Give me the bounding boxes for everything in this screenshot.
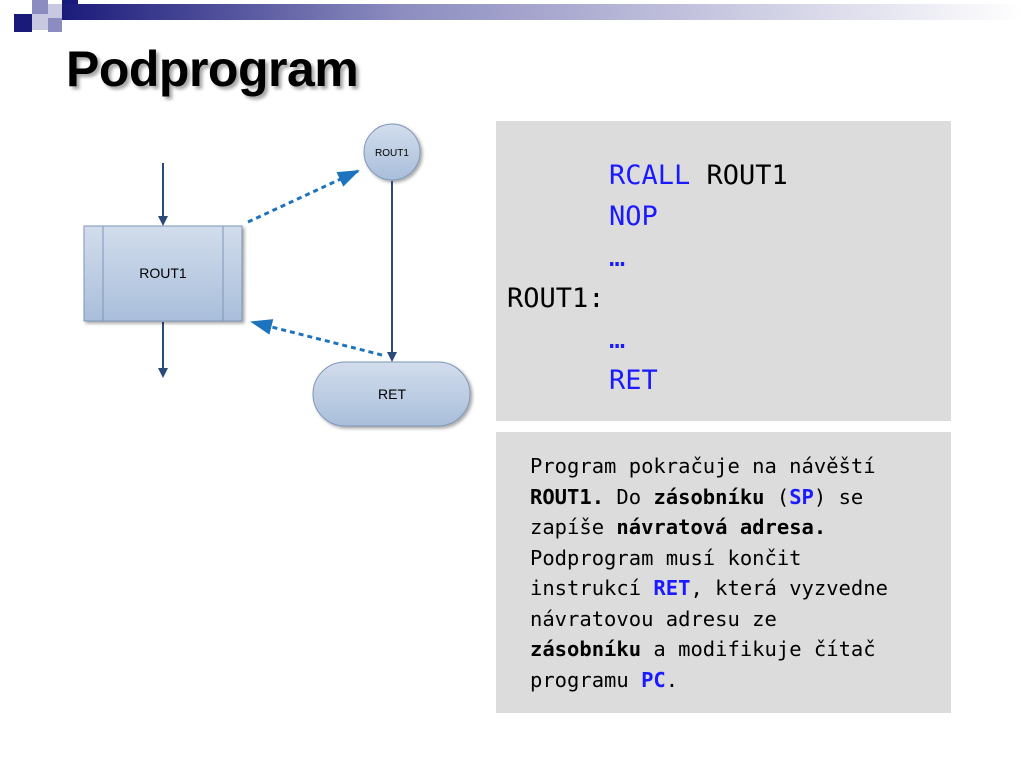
code-keyword: RCALL [609,160,691,191]
text-run: . [813,515,827,539]
text-run: zapíše [530,515,617,539]
text-run: PC [641,667,666,692]
text-run: návratová adresa [616,515,814,539]
text-run: Do [604,484,654,509]
description-line: zapíše návratová adresa. [530,512,950,543]
text-run: zásobníku [530,637,642,661]
text-run: zásobníku [653,484,765,509]
description-line: Podprogram musí končit [530,543,950,574]
code-argument: ROUT1 [690,160,788,191]
subroutine-call-label: ROUT1 [139,265,187,281]
text-run: , která vyzvedne [690,576,888,600]
code-keyword: … [609,324,626,355]
description-line: návratovou adresu ze [530,604,950,635]
return-jump-arrow [250,319,383,357]
description-text: Program pokračuje na návěští ROUT1. Do z… [530,451,950,695]
text-run: . [665,667,679,692]
text-run: a modifikuje čítač [641,637,876,661]
text-run: SP [789,484,814,509]
code-line-ret: RET [609,360,658,401]
code-line-ellipsis: … [609,319,625,360]
text-run: návratovou adresu ze [530,606,777,631]
text-run: Program pokračuje na návěští [530,454,876,478]
flowchart: ROUT1 ROUT1 RET [83,123,471,427]
description-line: zásobníku a modifikuje čítač [530,634,950,665]
code-line-label: ROUT1: [507,278,605,319]
description-line: ROUT1. Do zásobníku (SP) se [530,482,950,513]
subroutine-start-node [363,123,421,181]
code-line-rcall: RCALL ROUT1 [609,155,788,196]
code-label: ROUT1: [507,283,605,314]
return-label: RET [378,386,406,402]
text-run: programu [530,667,642,692]
text-run: ) se [813,484,864,509]
text-run: Podprogram musí končit [530,545,802,570]
subroutine-start-label: ROUT1 [375,148,409,159]
code-line-ellipsis: … [609,237,625,278]
code-keyword: … [609,242,626,273]
code-line-nop: NOP [609,196,658,237]
call-jump-arrow [247,169,360,224]
return-terminator [312,361,471,427]
description-panel [496,432,951,713]
code-keyword: NOP [609,201,658,232]
text-run: ( [764,484,790,509]
text-run: instrukcí [530,576,654,600]
page-title: Podprogram [66,41,359,97]
text-run: RET [653,576,691,600]
header-decoration [14,0,1024,32]
text-run: ROUT1. [530,484,605,509]
code-panel [496,121,951,421]
subroutine-call-box [83,225,243,322]
description-line: instrukcí RET, která vyzvedne [530,573,950,604]
description-line: Program pokračuje na návěští [530,451,950,482]
code-keyword: RET [609,365,658,396]
description-line: programu PC. [530,665,950,696]
